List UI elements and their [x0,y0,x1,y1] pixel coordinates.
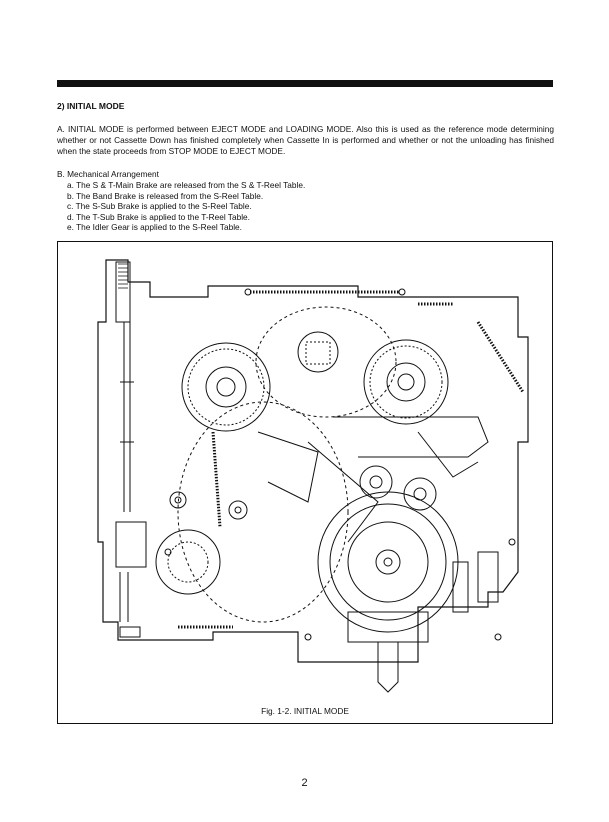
section-title: 2) INITIAL MODE [57,101,125,111]
page-number: 2 [301,777,308,789]
figure-caption: Fig. 1-2. INITIAL MODE [261,706,349,716]
mechanism-drawing [97,259,529,693]
top-rule [57,80,553,87]
list-item: b. The Band Brake is released from the S… [67,190,264,201]
list-item: d. The T-Sub Brake is applied to the T-R… [67,211,250,222]
figure-box: Fig. 1-2. INITIAL MODE [57,241,553,724]
mechanical-arrangement-list: a. The S & T-Main Brake are released fro… [67,180,305,233]
paragraph-b-title: B. Mechanical Arrangement [57,169,159,179]
paragraph-a: A. INITIAL MODE is performed between EJE… [57,124,554,156]
list-item: c. The S-Sub Brake is applied to the S-R… [67,201,252,212]
list-item: a. The S & T-Main Brake are released fro… [67,180,306,190]
list-item: e. The Idler Gear is applied to the S-Re… [67,222,242,233]
